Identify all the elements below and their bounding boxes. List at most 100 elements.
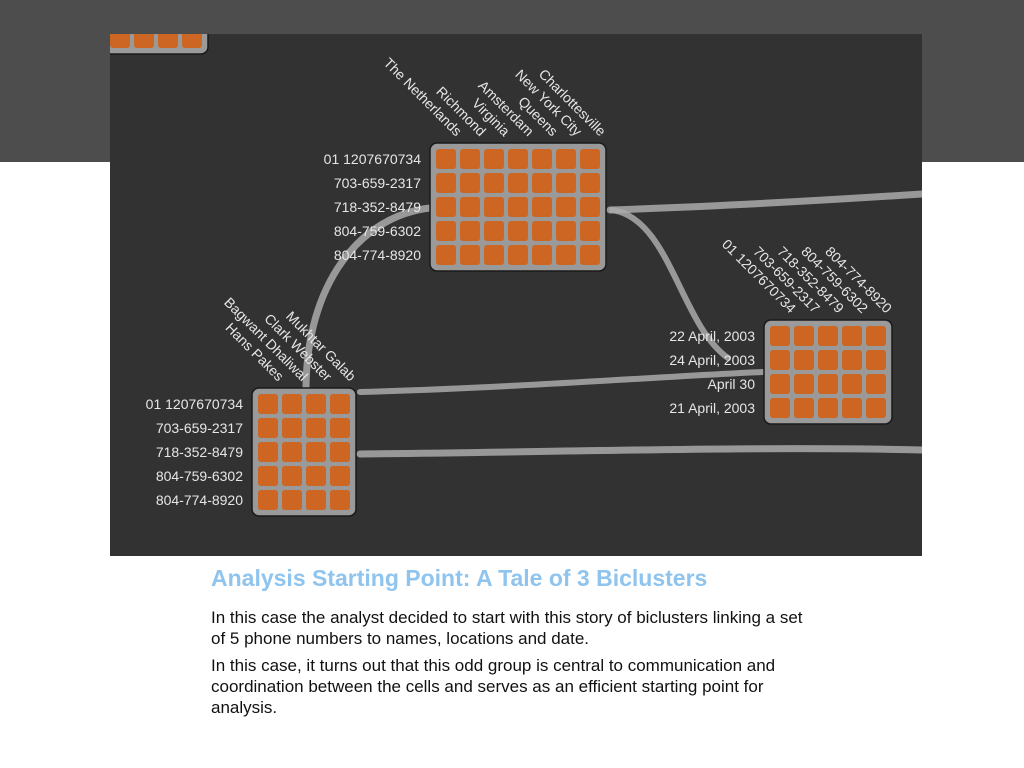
bicluster-cell[interactable] — [306, 490, 326, 510]
row-label[interactable]: 01 1207670734 — [324, 151, 422, 167]
bicluster-cell[interactable] — [818, 350, 838, 370]
bicluster-cell[interactable] — [436, 173, 456, 193]
bicluster-cell[interactable] — [770, 398, 790, 418]
bicluster-partial-top-left[interactable] — [110, 34, 209, 55]
bicluster-cell[interactable] — [330, 466, 350, 486]
bicluster-cell[interactable] — [508, 245, 528, 265]
bicluster-cell[interactable] — [842, 326, 862, 346]
bicluster-cell[interactable] — [842, 374, 862, 394]
bicluster-cell[interactable] — [258, 490, 278, 510]
bicluster-cell[interactable] — [484, 197, 504, 217]
bicluster-cell[interactable] — [556, 173, 576, 193]
bicluster-cell[interactable] — [532, 245, 552, 265]
bicluster-cell[interactable] — [508, 221, 528, 241]
bicluster-cell[interactable] — [306, 394, 326, 414]
bicluster-cell[interactable] — [258, 442, 278, 462]
row-label[interactable]: 718-352-8479 — [156, 444, 243, 460]
bicluster-cell[interactable] — [306, 442, 326, 462]
bicluster-cell[interactable] — [330, 490, 350, 510]
bicluster-cell[interactable] — [110, 34, 130, 48]
row-label[interactable]: 01 1207670734 — [146, 396, 244, 412]
bicluster-cell[interactable] — [866, 374, 886, 394]
row-label[interactable]: April 30 — [708, 376, 756, 392]
bicluster-cell[interactable] — [818, 326, 838, 346]
bicluster-cell[interactable] — [770, 350, 790, 370]
row-label[interactable]: 703-659-2317 — [334, 175, 421, 191]
bicluster-cell[interactable] — [258, 394, 278, 414]
bicluster-cell[interactable] — [460, 173, 480, 193]
bicluster-cell[interactable] — [306, 466, 326, 486]
bicluster-cell[interactable] — [556, 149, 576, 169]
bicluster-cell[interactable] — [460, 245, 480, 265]
row-label[interactable]: 804-774-8920 — [156, 492, 243, 508]
bicluster-cell[interactable] — [484, 173, 504, 193]
bicluster-cell[interactable] — [484, 245, 504, 265]
bicluster-cell[interactable] — [794, 374, 814, 394]
bicluster-cell[interactable] — [580, 173, 600, 193]
bicluster-cell[interactable] — [330, 394, 350, 414]
bicluster-cell[interactable] — [460, 197, 480, 217]
bicluster-cell[interactable] — [556, 221, 576, 241]
bicluster-cell[interactable] — [580, 197, 600, 217]
row-label[interactable]: 804-759-6302 — [156, 468, 243, 484]
row-label[interactable]: 718-352-8479 — [334, 199, 421, 215]
bicluster-cell[interactable] — [866, 398, 886, 418]
row-label[interactable]: 804-759-6302 — [334, 223, 421, 239]
bicluster-cell[interactable] — [580, 221, 600, 241]
bicluster-cell[interactable] — [282, 418, 302, 438]
edge-names-to-right-offscreen — [356, 445, 922, 458]
bicluster-cell[interactable] — [306, 418, 326, 438]
bicluster-cell[interactable] — [330, 418, 350, 438]
row-label[interactable]: 22 April, 2003 — [669, 328, 755, 344]
bicluster-cell[interactable] — [282, 490, 302, 510]
bicluster-cell[interactable] — [436, 197, 456, 217]
row-label[interactable]: 703-659-2317 — [156, 420, 243, 436]
bicluster-cell[interactable] — [770, 326, 790, 346]
bicluster-cell[interactable] — [460, 221, 480, 241]
bicluster-cell[interactable] — [258, 466, 278, 486]
description-paragraph-2: In this case, it turns out that this odd… — [211, 656, 776, 717]
bicluster-cell[interactable] — [484, 221, 504, 241]
row-label[interactable]: 24 April, 2003 — [669, 352, 755, 368]
bicluster-cell[interactable] — [556, 197, 576, 217]
bicluster-phones-locations[interactable] — [429, 142, 607, 272]
bicluster-cell[interactable] — [532, 197, 552, 217]
row-label[interactable]: 804-774-8920 — [334, 247, 421, 263]
bicluster-cell[interactable] — [258, 418, 278, 438]
bicluster-cell[interactable] — [436, 149, 456, 169]
bicluster-cell[interactable] — [508, 149, 528, 169]
bicluster-cell[interactable] — [580, 245, 600, 265]
bicluster-phones-names[interactable] — [251, 387, 357, 517]
bicluster-cell[interactable] — [484, 149, 504, 169]
bicluster-cell[interactable] — [794, 326, 814, 346]
bicluster-cell[interactable] — [842, 350, 862, 370]
bicluster-cell[interactable] — [556, 245, 576, 265]
bicluster-dates-phones[interactable] — [763, 319, 893, 425]
bicluster-cell[interactable] — [182, 34, 202, 48]
bicluster-cell[interactable] — [436, 245, 456, 265]
bicluster-cell[interactable] — [532, 149, 552, 169]
bicluster-cell[interactable] — [842, 398, 862, 418]
bicluster-cell[interactable] — [818, 398, 838, 418]
row-label[interactable]: 21 April, 2003 — [669, 400, 755, 416]
bicluster-cell[interactable] — [508, 197, 528, 217]
bicluster-cell[interactable] — [532, 221, 552, 241]
bicluster-cell[interactable] — [282, 442, 302, 462]
bicluster-cell[interactable] — [866, 326, 886, 346]
bicluster-cell[interactable] — [866, 350, 886, 370]
bicluster-cell[interactable] — [508, 173, 528, 193]
bicluster-cell[interactable] — [282, 394, 302, 414]
bicluster-cell[interactable] — [282, 466, 302, 486]
bicluster-cell[interactable] — [818, 374, 838, 394]
bicluster-cell[interactable] — [580, 149, 600, 169]
bicluster-cell[interactable] — [460, 149, 480, 169]
bicluster-visualization: 01 1207670734 703-659-2317 718-352-8479 804… — [110, 34, 922, 556]
bicluster-cell[interactable] — [770, 374, 790, 394]
bicluster-cell[interactable] — [532, 173, 552, 193]
bicluster-cell[interactable] — [158, 34, 178, 48]
bicluster-cell[interactable] — [330, 442, 350, 462]
bicluster-cell[interactable] — [794, 350, 814, 370]
bicluster-cell[interactable] — [436, 221, 456, 241]
bicluster-cell[interactable] — [794, 398, 814, 418]
bicluster-cell[interactable] — [134, 34, 154, 48]
